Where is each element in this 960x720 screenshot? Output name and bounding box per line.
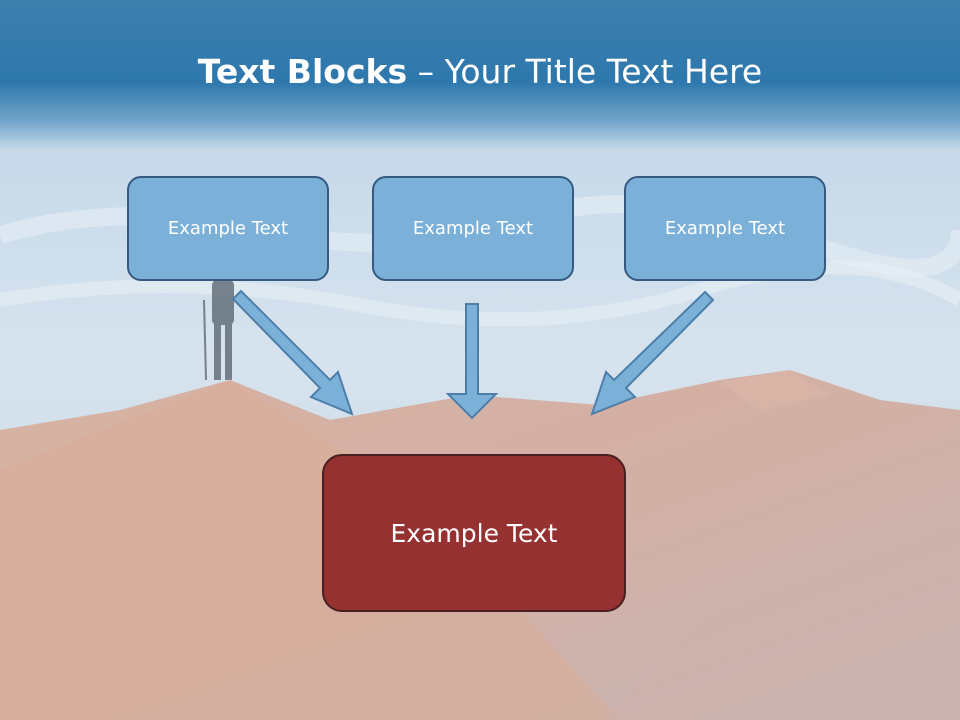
title-bold-part: Text Blocks — [197, 52, 408, 91]
title-separator: – — [407, 52, 445, 91]
title-rest: Your Title Text Here — [444, 52, 763, 91]
text-block-top-right-label: Example Text — [664, 218, 786, 239]
text-block-top-right[interactable]: Example Text — [624, 176, 826, 281]
text-block-bottom[interactable]: Example Text — [322, 454, 626, 612]
header-bar — [0, 0, 960, 150]
text-block-top-left[interactable]: Example Text — [127, 176, 329, 281]
arrow-center-down — [445, 303, 499, 420]
arrow-right-diagonal — [590, 290, 715, 416]
text-block-top-left-label: Example Text — [167, 218, 289, 239]
text-block-top-center[interactable]: Example Text — [372, 176, 574, 281]
slide-title: Text Blocks – Your Title Text Here — [0, 52, 960, 91]
text-block-bottom-label: Example Text — [390, 518, 558, 548]
arrow-left-diagonal — [231, 289, 354, 416]
text-block-top-center-label: Example Text — [412, 218, 534, 239]
